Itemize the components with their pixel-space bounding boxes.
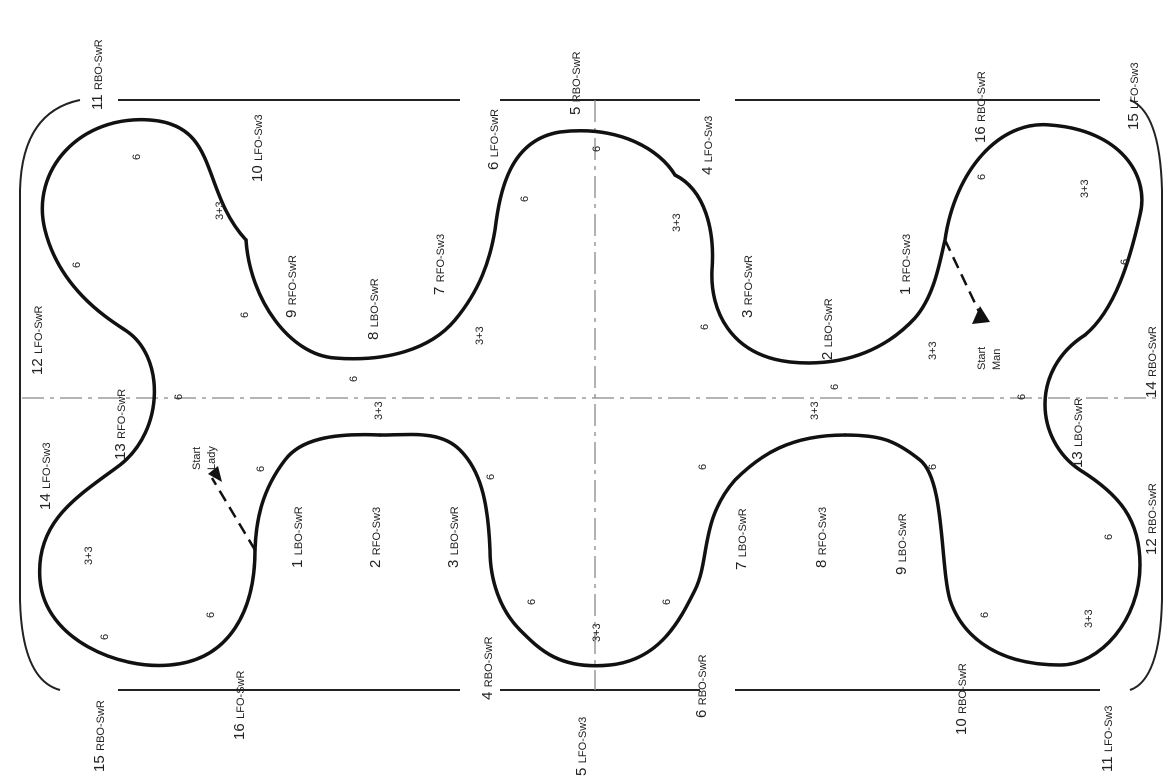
count-6: 6 — [348, 376, 360, 382]
count-6: 6 — [1119, 259, 1131, 265]
beat-counts: 6 3+3 6 6 6 6 3+3 3+3 6 6 3+3 6 6 3+3 6 … — [71, 146, 1131, 642]
count-6: 6 — [205, 612, 217, 618]
bottom-label-2: 1 LBO-SwR — [289, 506, 306, 568]
top-label-2: 9 RFO-SwR — [283, 255, 300, 318]
top-row-labels: 11 RBO-SwR 10 LFO-Sw3 9 RFO-SwR 8 LBO-Sw… — [89, 39, 1142, 360]
count-6: 6 — [526, 599, 538, 605]
start-man-line-1: Start — [976, 347, 988, 370]
right-label-1: 13 LBO-SwR — [1069, 398, 1086, 468]
bottom-label-6: 5 LFO-Sw3 — [573, 717, 590, 776]
bottom-label-9: 8 RFO-Sw3 — [813, 507, 830, 568]
count-6: 6 — [976, 174, 988, 180]
count-6: 6 — [519, 196, 531, 202]
count-3plus3: 3+3 — [373, 401, 385, 420]
top-label-10: 1 RFO-Sw3 — [897, 234, 914, 295]
lobe-lower-mid-left — [253, 432, 382, 552]
left-label-0: 12 LFO-SwR — [29, 306, 46, 375]
right-side-labels: 14 RBO-SwR 13 LBO-SwR 12 RBO-SwR — [1069, 326, 1160, 555]
bottom-label-3: 2 RFO-Sw3 — [367, 507, 384, 568]
start-man-marker — [943, 239, 990, 324]
count-6: 6 — [71, 262, 83, 268]
bottom-label-4: 3 LBO-SwR — [445, 506, 462, 568]
count-3plus3: 3+3 — [1079, 179, 1091, 198]
start-lady-label: Start Lady — [191, 446, 218, 470]
rink-left-end — [19, 99, 81, 691]
top-label-3: 8 LBO-SwR — [365, 278, 382, 340]
bottom-label-7: 6 RBO-SwR — [693, 654, 710, 718]
count-6: 6 — [99, 634, 111, 640]
top-label-6: 5 RBO-SwR — [567, 51, 584, 115]
rink-right-end — [1129, 99, 1163, 691]
count-6: 6 — [979, 612, 991, 618]
count-6: 6 — [699, 324, 711, 330]
left-label-2: 14 LFO-Sw3 — [37, 442, 54, 510]
count-3plus3: 3+3 — [809, 401, 821, 420]
count-3plus3: 3+3 — [591, 623, 603, 642]
lobe-left-upper — [37, 118, 257, 668]
lobe-upper-mid-right — [673, 123, 1144, 365]
top-label-4: 7 RFO-Sw3 — [431, 234, 448, 295]
count-6: 6 — [239, 312, 251, 318]
count-6: 6 — [255, 466, 267, 472]
count-3plus3: 3+3 — [671, 213, 683, 232]
count-3plus3: 3+3 — [1083, 609, 1095, 628]
bottom-label-5: 4 RBO-SwR — [479, 636, 496, 700]
bottom-label-0: 15 RBO-SwR — [91, 700, 108, 772]
bottom-label-1: 16 LFO-SwR — [231, 671, 248, 740]
top-label-9: 2 LBO-SwR — [819, 298, 836, 360]
skating-pattern — [37, 118, 1144, 668]
top-label-7: 4 LFO-Sw3 — [699, 116, 716, 175]
count-6: 6 — [1103, 534, 1115, 540]
rink-border — [19, 99, 1163, 691]
start-lady-marker — [208, 466, 257, 551]
count-6: 6 — [1016, 394, 1028, 400]
count-6: 6 — [591, 146, 603, 152]
count-6: 6 — [173, 394, 185, 400]
start-man-label: Start Man — [976, 347, 1003, 370]
top-label-8: 3 RFO-SwR — [739, 255, 756, 318]
top-label-11: 16 RBO-SwR — [972, 71, 989, 143]
bottom-label-11: 10 RBO-SwR — [953, 663, 970, 735]
top-label-1: 10 LFO-Sw3 — [249, 114, 266, 182]
right-label-0: 14 RBO-SwR — [1143, 326, 1160, 398]
bottom-label-8: 7 LBO-SwR — [733, 508, 750, 570]
start-lady-line-1: Start — [191, 447, 203, 470]
count-3plus3: 3+3 — [214, 201, 226, 220]
top-label-0: 11 RBO-SwR — [89, 39, 106, 110]
start-lady-arrow-icon — [208, 466, 222, 482]
count-6: 6 — [485, 474, 497, 480]
center-axes — [22, 100, 1160, 690]
lobe-right — [843, 333, 1142, 667]
lobe-upper-mid-left — [244, 129, 677, 361]
left-side-labels: 12 LFO-SwR 13 RFO-SwR 14 LFO-Sw3 — [29, 306, 129, 510]
top-label-5: 6 LFO-SwR — [485, 109, 502, 170]
count-6: 6 — [661, 599, 673, 605]
start-man-arrow-icon — [972, 306, 990, 324]
count-6: 6 — [927, 464, 939, 470]
bottom-label-10: 9 LBO-SwR — [893, 513, 910, 575]
right-label-2: 12 RBO-SwR — [1143, 483, 1160, 555]
count-6: 6 — [697, 464, 709, 470]
start-man-line-2: Man — [991, 349, 1003, 370]
bottom-label-12: 11 LFO-Sw3 — [1099, 706, 1116, 773]
lobe-lower-mid-right — [378, 432, 847, 668]
count-6: 6 — [131, 154, 143, 160]
count-3plus3: 3+3 — [927, 341, 939, 360]
count-3plus3: 3+3 — [83, 546, 95, 565]
start-lady-line-2: Lady — [206, 446, 218, 470]
left-label-1: 13 RFO-SwR — [112, 389, 129, 460]
top-label-12: 15 LFO-Sw3 — [1125, 62, 1142, 130]
bottom-row-labels: 15 RBO-SwR 16 LFO-SwR 1 LBO-SwR 2 RFO-Sw… — [91, 506, 1116, 776]
count-3plus3: 3+3 — [474, 326, 486, 345]
count-6: 6 — [829, 384, 841, 390]
